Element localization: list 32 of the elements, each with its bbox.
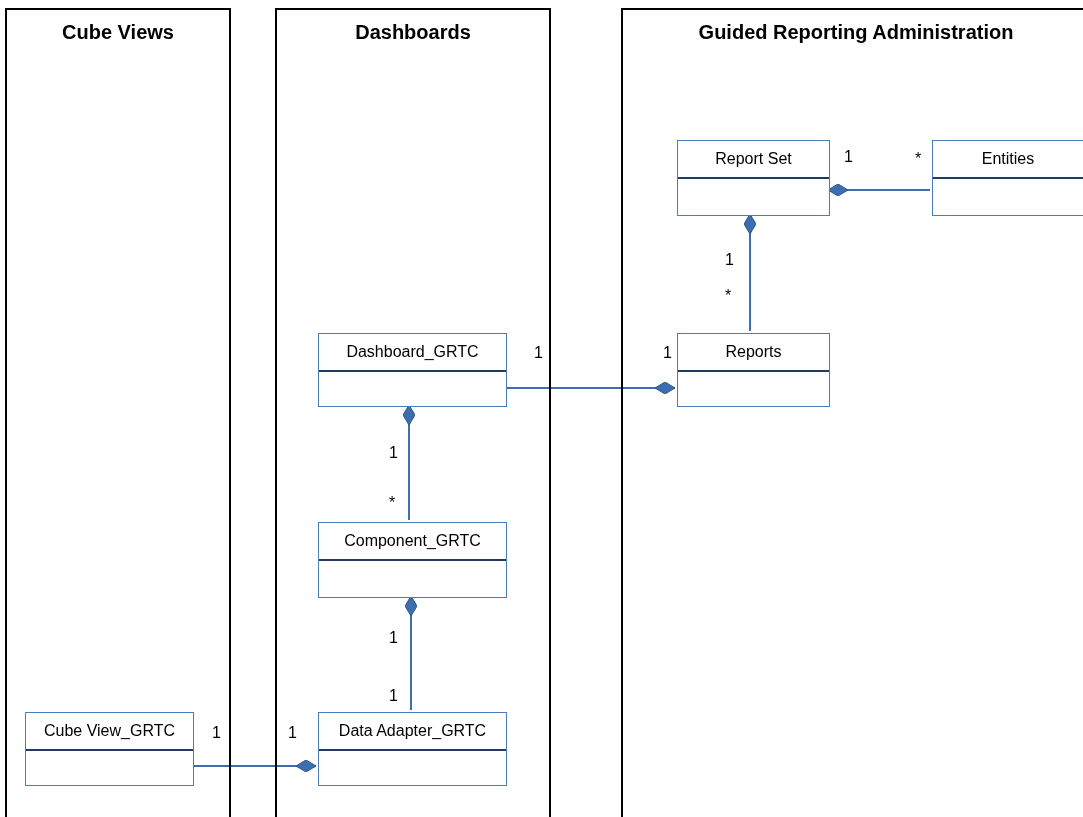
class-box	[25, 712, 194, 786]
multiplicity-label: 1	[212, 723, 221, 743]
multiplicity-label: 1	[844, 147, 853, 167]
multiplicity-label: 1	[389, 628, 398, 648]
lane-title: Dashboards	[354, 20, 472, 45]
swimlane	[5, 8, 231, 817]
swimlane	[621, 8, 1083, 817]
class-name: Cube View_GRTC	[44, 721, 175, 741]
class-name: Data Adapter_GRTC	[338, 721, 487, 741]
swimlane	[275, 8, 551, 817]
class-name: Entities	[981, 149, 1035, 169]
class-box	[677, 140, 830, 216]
lane-title: Cube Views	[61, 20, 175, 45]
class-box	[318, 712, 507, 786]
multiplicity-label: *	[915, 149, 922, 169]
multiplicity-label: 1	[725, 250, 734, 270]
multiplicity-label: 1	[389, 686, 398, 706]
class-name: Dashboard_GRTC	[346, 342, 479, 362]
multiplicity-label: 1	[663, 343, 672, 363]
multiplicity-label: *	[725, 286, 732, 306]
class-name: Report Set	[715, 149, 792, 169]
lane-title: Guided Reporting Administration	[697, 20, 1015, 45]
class-name: Component_GRTC	[344, 531, 481, 551]
class-box	[318, 522, 507, 598]
multiplicity-label: 1	[534, 343, 543, 363]
class-box	[318, 333, 507, 407]
multiplicity-label: 1	[389, 443, 398, 463]
class-box	[677, 333, 830, 407]
multiplicity-label: 1	[288, 723, 297, 743]
class-box	[932, 140, 1083, 216]
multiplicity-label: *	[389, 493, 396, 513]
class-name: Reports	[725, 342, 782, 362]
